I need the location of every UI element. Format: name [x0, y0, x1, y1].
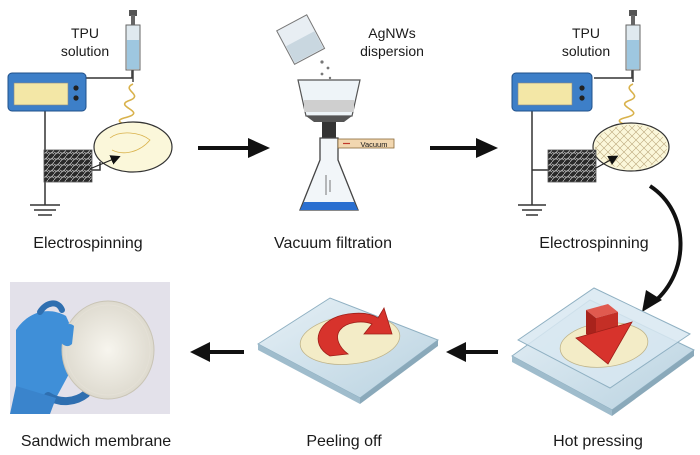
step-label: Hot pressing — [553, 433, 643, 450]
collector-plate — [93, 121, 173, 173]
step-label: Electrospinning — [539, 235, 648, 252]
step-labels: Electrospinning Vacuum filtration Electr… — [21, 235, 649, 450]
electrospinning-setup-1 — [7, 10, 173, 216]
step-label: Sandwich membrane — [21, 433, 171, 450]
wire — [84, 60, 133, 79]
flask — [299, 137, 359, 211]
electrospinning-setup-2 — [511, 10, 670, 216]
dispersion-label: dispersion — [360, 43, 424, 59]
power-supply-icon — [7, 72, 87, 112]
peeling-off-setup — [257, 297, 440, 404]
press-arrow-icon — [575, 304, 633, 365]
annotation-labels: TPU solution AgNWs dispersion TPU soluti… — [61, 25, 610, 149]
gloved-hand — [10, 300, 90, 414]
vacuum-label: Vacuum — [361, 140, 388, 149]
vacuum-port — [337, 138, 395, 149]
arrow-curved-down — [648, 184, 683, 304]
step-label: Vacuum filtration — [274, 235, 392, 252]
sandwich-membrane-photo — [10, 282, 170, 414]
step-label: Electrospinning — [33, 235, 142, 252]
process-arrows — [190, 138, 683, 362]
step-label: Peeling off — [306, 433, 382, 450]
syringe-icon — [125, 10, 141, 82]
agnws-label: AgNWs — [368, 25, 415, 41]
tpu-label: TPU — [71, 25, 99, 41]
tpu-label: TPU — [572, 25, 600, 41]
curved-red-arrow-icon — [317, 307, 393, 357]
sem-image-inset — [43, 149, 93, 183]
power-supply-icon — [511, 72, 593, 112]
sem-image-inset — [547, 149, 597, 183]
solution-label: solution — [562, 43, 610, 59]
beaker-icon — [276, 14, 326, 66]
syringe-icon — [625, 10, 641, 82]
vacuum-filtration-setup — [276, 14, 395, 211]
hot-pressing-setup — [511, 287, 695, 416]
solution-label: solution — [61, 43, 109, 59]
droplets — [320, 60, 332, 80]
membrane-disc — [61, 300, 155, 400]
